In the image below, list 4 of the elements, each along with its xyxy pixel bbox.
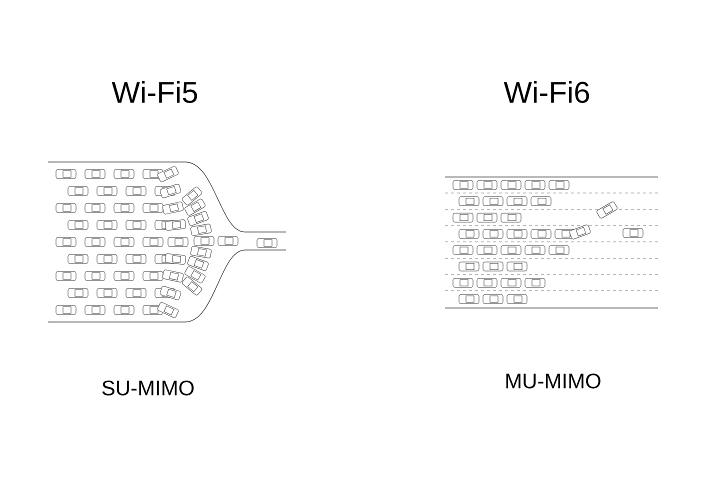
- caption: SU-MIMO: [102, 380, 194, 396]
- caption: MU-MIMO: [506, 374, 600, 388]
- heading: Wi-Fi5: [112, 81, 198, 104]
- heading: Wi-Fi6: [504, 81, 589, 104]
